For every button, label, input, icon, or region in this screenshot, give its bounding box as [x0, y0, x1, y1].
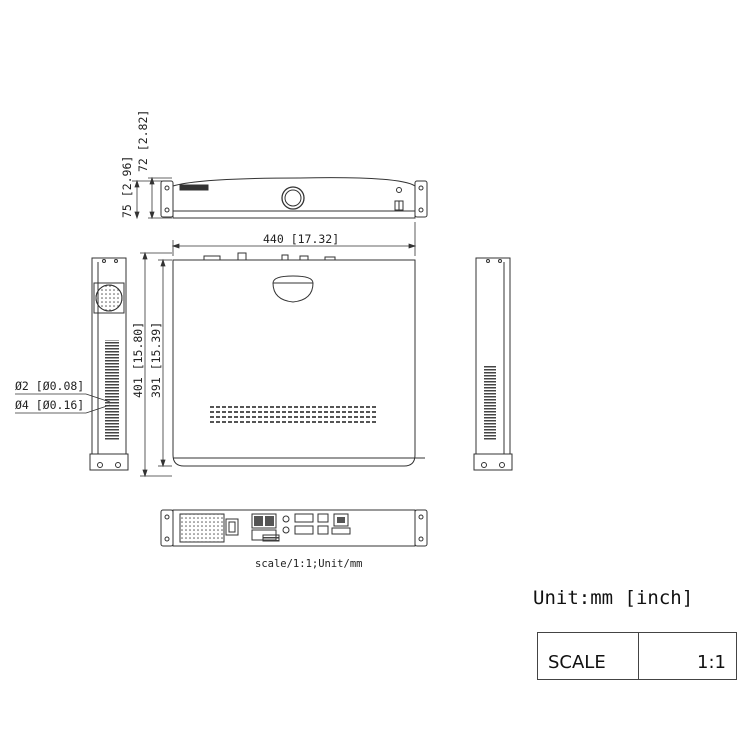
front-height-dims — [132, 176, 172, 220]
hole-leaders — [15, 393, 111, 414]
rear-view — [160, 509, 428, 547]
top-handle-cutout — [272, 275, 314, 303]
right-side-view — [473, 257, 513, 471]
front-view — [160, 177, 428, 219]
rear-hdmi-vga — [294, 513, 314, 523]
status-led — [396, 187, 402, 193]
unit-label: Unit:mm [inch] — [533, 587, 694, 609]
fan-grille — [93, 282, 125, 314]
front-panel — [172, 177, 416, 219]
left-side-view — [89, 257, 129, 471]
scale-key: SCALE — [537, 632, 639, 680]
rear-network-ports — [251, 513, 277, 529]
dim-hole-4: Ø4 [Ø0.16] — [15, 398, 84, 412]
top-vents — [210, 405, 378, 424]
scale-table: SCALE 1:1 — [537, 632, 737, 680]
dim-height-75: 75 [2.96] — [120, 156, 134, 218]
depth-dims — [140, 251, 172, 478]
dim-width: 440 [17.32] — [263, 232, 339, 246]
dim-depth-401: 401 [15.80] — [131, 322, 145, 398]
dim-hole-2: Ø2 [Ø0.08] — [15, 379, 84, 393]
power-knob — [281, 186, 305, 210]
brand-logo — [179, 184, 209, 191]
top-view — [172, 252, 425, 467]
scale-row: SCALE 1:1 — [537, 632, 737, 680]
width-dim — [171, 222, 417, 256]
dim-height-72: 72 [2.82] — [136, 110, 150, 172]
psu-vent — [179, 513, 225, 543]
view-caption: scale/1:1;Unit/mm — [255, 558, 362, 570]
power-inlet — [225, 518, 239, 536]
dim-depth-391: 391 [15.39] — [149, 322, 163, 398]
scale-value: 1:1 — [638, 632, 737, 680]
